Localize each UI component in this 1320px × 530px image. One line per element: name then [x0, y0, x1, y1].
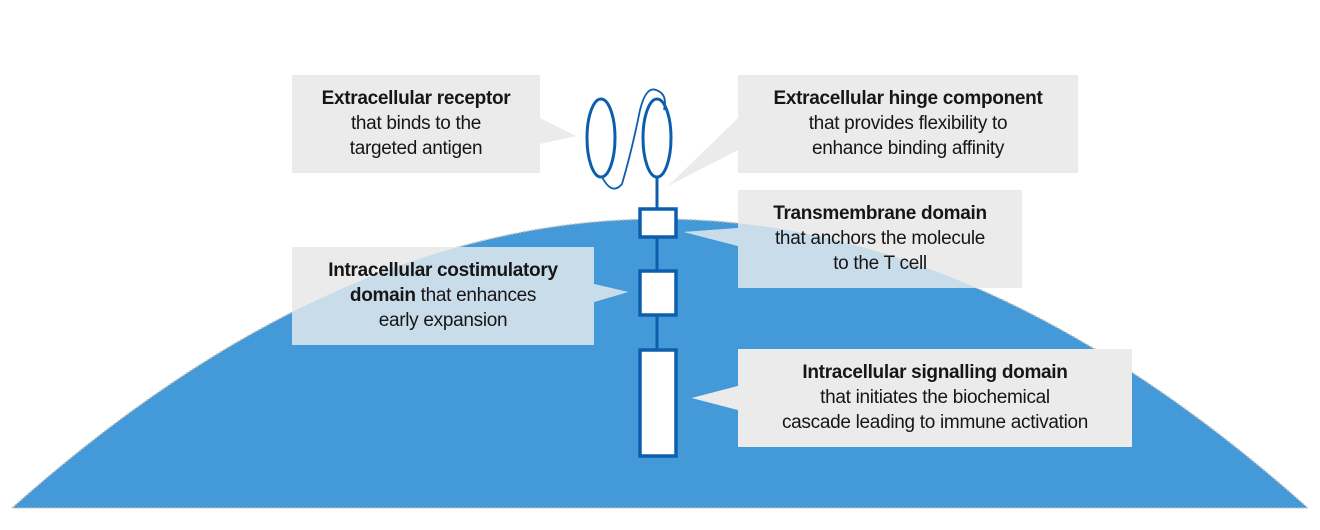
label-receptor: Extracellular receptor that binds to the…: [292, 86, 540, 161]
label-signalling-line3: cascade leading to immune activation: [781, 412, 1089, 433]
label-transmembrane-line3: to the T cell: [833, 253, 927, 274]
signalling-domain-box: [638, 348, 678, 458]
label-transmembrane-line2: that anchors the molecule: [774, 228, 986, 249]
label-hinge-line3: enhance binding affinity: [811, 138, 1005, 159]
label-hinge-title: Extracellular hinge component: [773, 88, 1043, 109]
label-receptor-title: Extracellular receptor: [321, 88, 511, 109]
transmembrane-domain-box: [638, 207, 678, 239]
label-hinge: Extracellular hinge component that provi…: [738, 86, 1078, 161]
receptor-loop-left: [585, 97, 617, 179]
label-signalling: Intracellular signalling domain that ini…: [738, 360, 1132, 435]
label-transmembrane-title: Transmembrane domain: [773, 203, 987, 224]
label-receptor-line3: targeted antigen: [349, 138, 483, 159]
label-costimulatory-line3: early expansion: [378, 310, 508, 331]
car-molecule: [585, 88, 678, 458]
label-costimulatory: Intracellular costimulatory domain that …: [292, 258, 594, 333]
label-costimulatory-line2: that enhances: [415, 285, 537, 306]
costimulatory-domain-box: [638, 269, 678, 317]
callout-hinge: [668, 75, 1078, 186]
callout-receptor: [292, 75, 576, 173]
label-costimulatory-title2: domain: [349, 285, 416, 306]
receptor-linker: [601, 88, 666, 190]
label-receptor-line2: that binds to the: [350, 113, 482, 134]
label-signalling-line2: that initiates the biochemical: [820, 387, 1050, 408]
label-costimulatory-title: Intracellular costimulatory: [328, 260, 558, 281]
label-hinge-line2: that provides flexibility to: [808, 113, 1008, 134]
label-signalling-title: Intracellular signalling domain: [802, 362, 1068, 383]
label-transmembrane: Transmembrane domain that anchors the mo…: [738, 201, 1022, 276]
receptor-loop-right: [641, 97, 673, 179]
